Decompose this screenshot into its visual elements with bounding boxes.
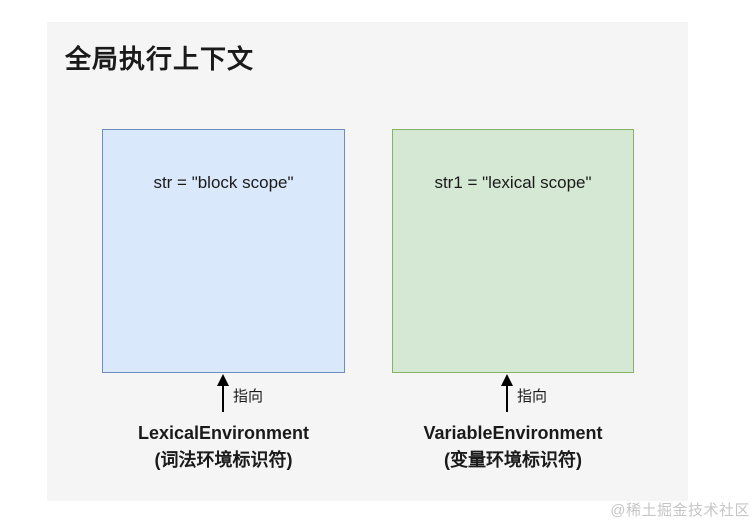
arrow-shaft	[221, 386, 225, 412]
arrow-head	[217, 374, 229, 386]
variable-pointer: 指向	[500, 374, 547, 412]
up-arrow-icon	[500, 374, 514, 412]
variable-environment-value: str1 = "lexical scope"	[434, 173, 592, 192]
up-arrow-icon	[216, 374, 230, 412]
lexical-caption-zh: (词法环境标识符)	[154, 450, 293, 470]
arrow-head	[501, 374, 513, 386]
lexical-environment-value: str = "block scope"	[153, 173, 294, 192]
lexical-pointer: 指向	[216, 374, 263, 412]
lexical-environment-caption: LexicalEnvironment (词法环境标识符)	[102, 420, 345, 474]
lexical-environment-box: str = "block scope"	[102, 129, 345, 373]
lexical-pointer-label: 指向	[233, 388, 264, 405]
variable-environment-caption: VariableEnvironment (变量环境标识符)	[392, 420, 634, 474]
arrow-shaft	[505, 386, 509, 412]
variable-pointer-label: 指向	[517, 388, 548, 405]
lexical-caption-en: LexicalEnvironment	[137, 423, 310, 443]
diagram-title: 全局执行上下文	[65, 44, 255, 74]
diagram-panel: 全局执行上下文 str = "block scope" str1 = "lexi…	[47, 22, 688, 501]
variable-environment-box: str1 = "lexical scope"	[392, 129, 634, 373]
variable-caption-zh: (变量环境标识符)	[444, 450, 582, 470]
watermark: @稀土掘金技术社区	[610, 502, 750, 519]
variable-caption-en: VariableEnvironment	[423, 423, 603, 443]
